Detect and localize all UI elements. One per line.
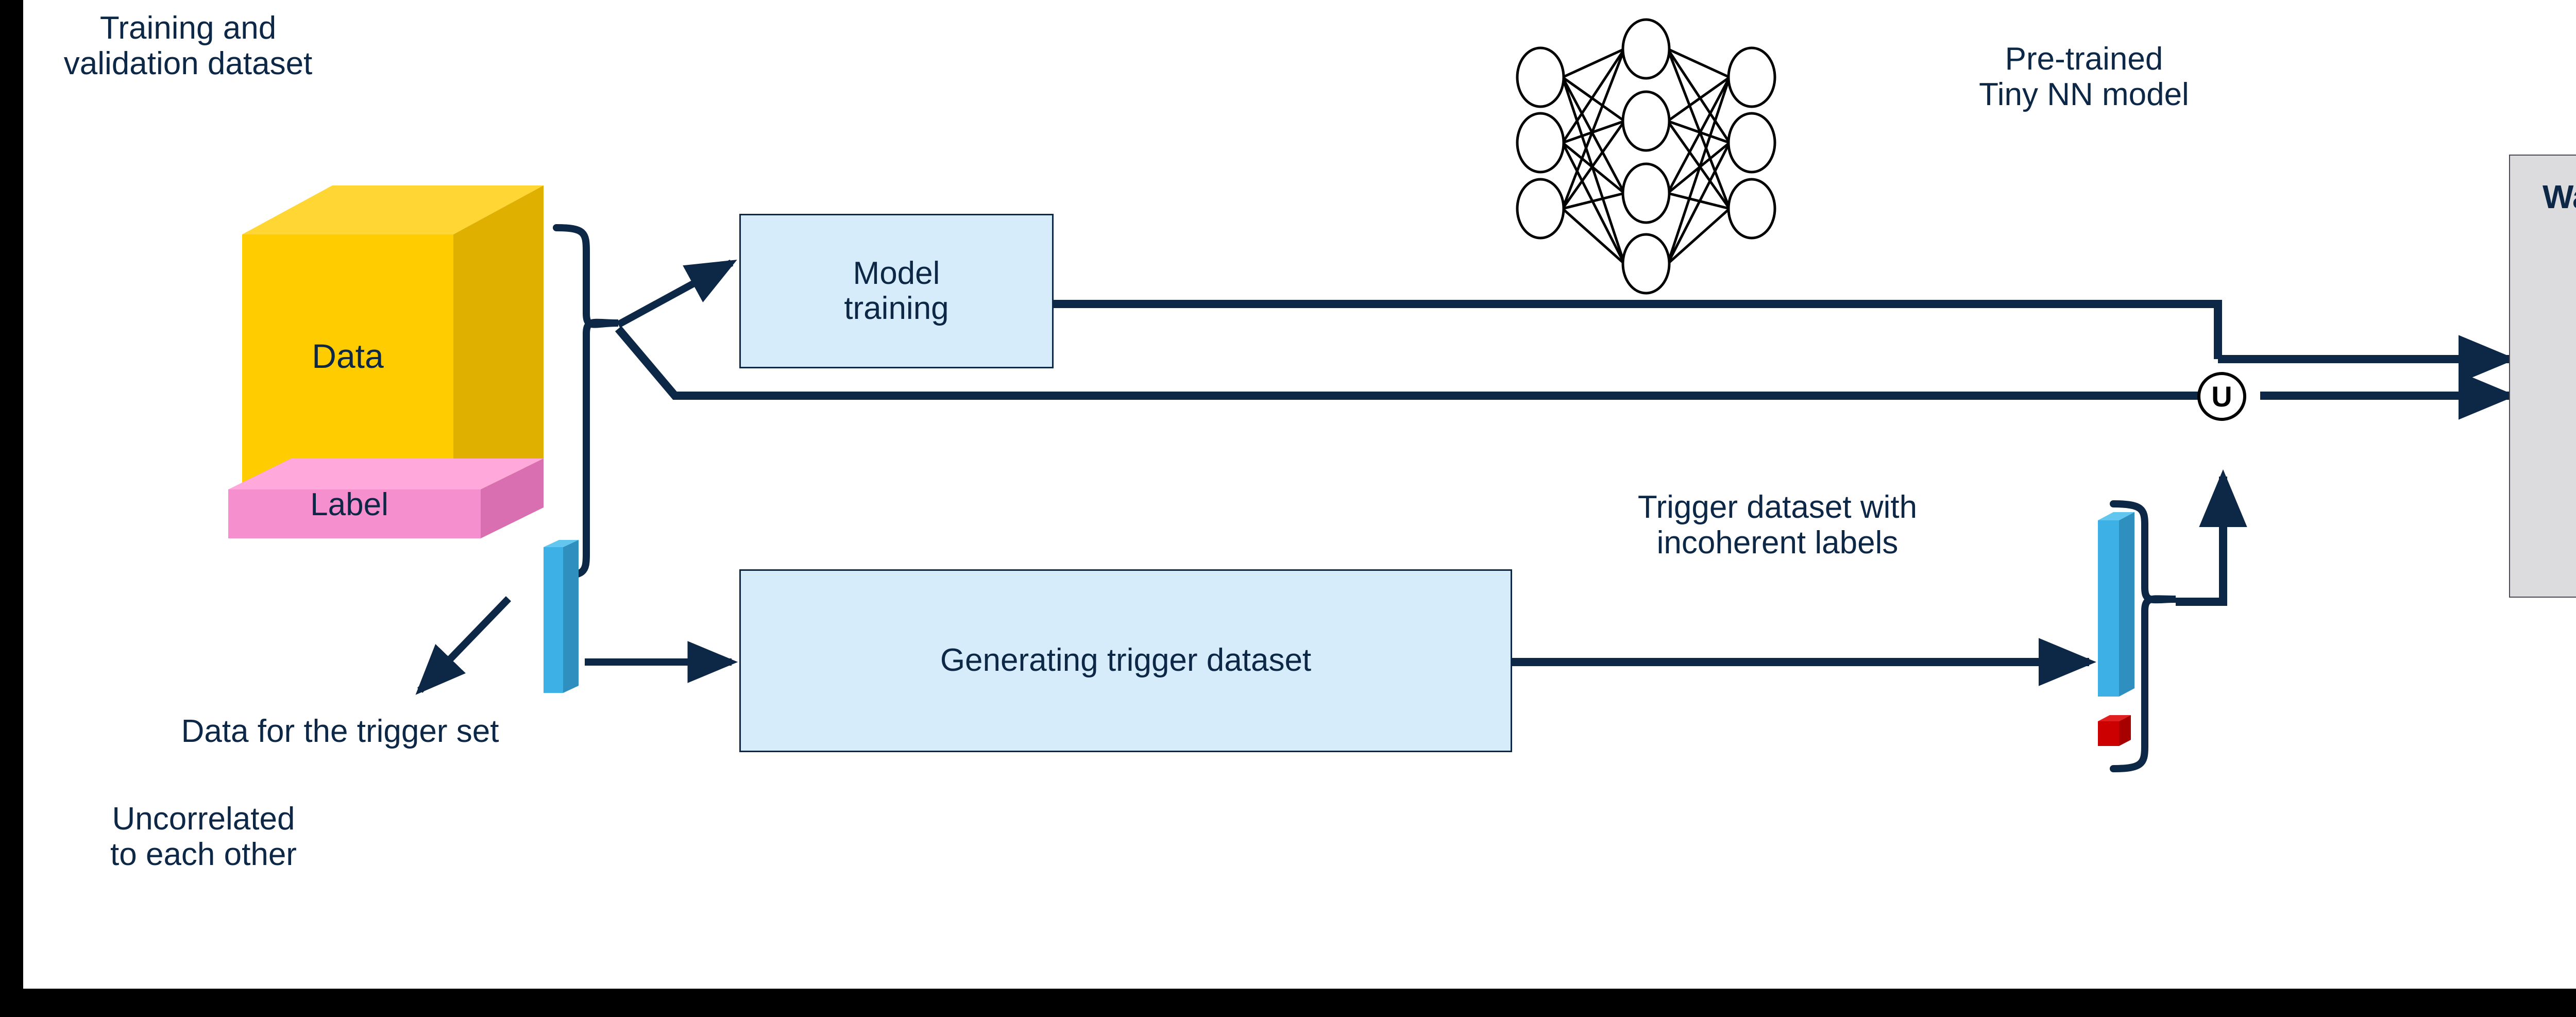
trigger-dataset-caption: Trigger dataset with incoherent labels — [1637, 489, 1918, 561]
uncorrelated-caption: Uncorrelated to each other — [110, 801, 297, 873]
union-node[interactable]: U — [2197, 372, 2246, 421]
training-dataset-caption: Training and validation dataset — [63, 10, 313, 82]
generating-trigger-dataset-box[interactable]: Generating trigger dataset — [739, 569, 1512, 752]
data-cube-label: Data — [312, 337, 384, 375]
label-slab-label: Label — [310, 487, 388, 522]
trigger-brace — [2110, 500, 2176, 772]
pretrained-nn-graphic — [1516, 18, 1776, 295]
arrow-to-trigger-data — [415, 596, 512, 695]
pretrained-model-caption: Pre-trained Tiny NN model — [1979, 41, 2189, 113]
trigger-dataset-bar-shape — [2098, 512, 2134, 697]
watermark-embedding-title: Watermark embedding — [2543, 178, 2576, 215]
line-trigger-to-union — [2176, 469, 2247, 606]
trigger-label-block-shape — [2098, 715, 2131, 746]
trigger-source-bar-shape — [544, 540, 579, 693]
data-for-trigger-set-caption: Data for the trigger set — [181, 714, 499, 749]
slide-surface: Training and validation dataset Data Lab… — [23, 0, 2576, 989]
watermark-embedding-panel — [2509, 155, 2576, 598]
model-training-box[interactable]: Model training — [739, 214, 1054, 368]
line-model-training-to-finetuning — [1054, 300, 2516, 383]
arrow-dataset-to-model-training — [616, 259, 737, 328]
dataset-brace — [553, 224, 619, 580]
